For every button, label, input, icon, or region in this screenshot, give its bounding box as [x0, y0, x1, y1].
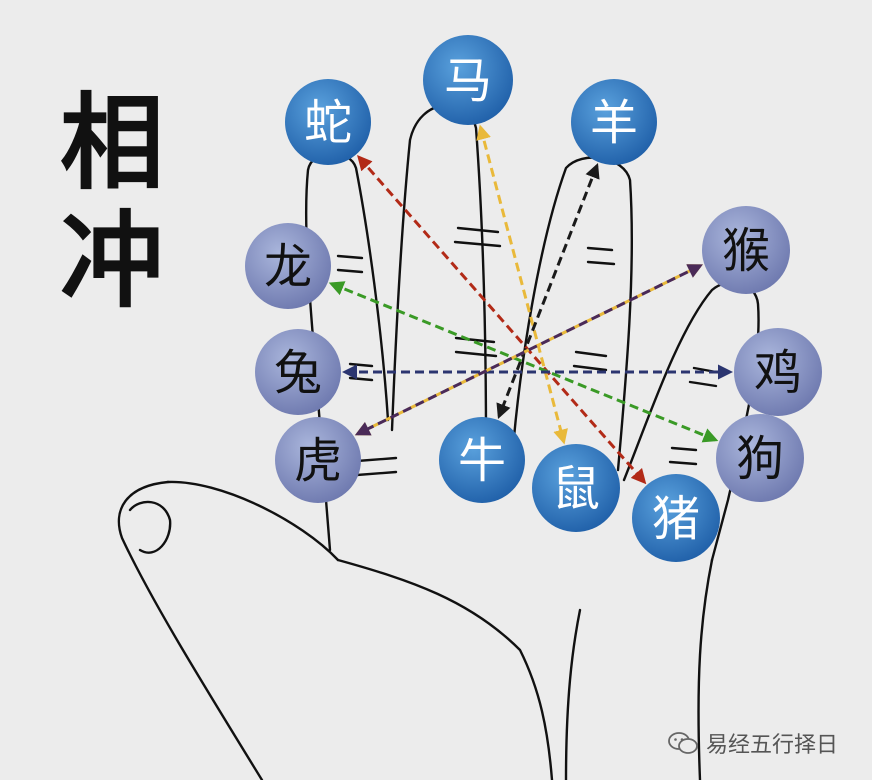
arrow-layer — [328, 124, 733, 485]
watermark-text: 易经五行择日 — [705, 733, 838, 758]
zodiac-label-yang: 羊 — [590, 95, 638, 151]
zodiac-circle-ma — [423, 35, 513, 125]
zodiac-circle-shu — [532, 444, 620, 532]
thumb — [117, 480, 264, 780]
zodiac-node-she: 蛇 — [285, 79, 371, 165]
zodiac-label-ma: 马 — [444, 53, 492, 109]
zodiac-node-zhu: 猪 — [632, 474, 720, 562]
watermark: 易经五行择日 — [668, 727, 838, 759]
zodiac-node-niu: 牛 — [439, 417, 525, 503]
zodiac-circle-ji — [734, 328, 822, 416]
zodiac-label-tu: 兔 — [274, 345, 322, 401]
zodiac-label-ji: 鸡 — [754, 345, 802, 401]
zodiac-circle-long — [245, 223, 331, 309]
middle-finger — [390, 104, 488, 442]
zodiac-node-hou: 猴 — [702, 206, 790, 294]
clash-arrow-hou-hu — [354, 264, 703, 436]
zodiac-node-ji: 鸡 — [734, 328, 822, 416]
zodiac-circle-gou — [716, 414, 804, 502]
page-title: 相 冲 — [52, 84, 172, 320]
zodiac-circle-zhu — [632, 474, 720, 562]
title-char-1: 相 — [59, 82, 164, 204]
zodiac-label-hou: 猴 — [722, 223, 770, 279]
thumbnail — [128, 500, 172, 554]
node-layer: 蛇 马羊猴 龙兔 鸡虎 狗 牛鼠猪 — [245, 35, 822, 562]
zodiac-circle-she — [285, 79, 371, 165]
zodiac-label-gou: 狗 — [736, 431, 784, 487]
zodiac-node-shu: 鼠 — [532, 444, 620, 532]
palm-line — [564, 608, 582, 780]
zodiac-node-ma: 马 — [423, 35, 513, 125]
zodiac-node-long: 龙 — [245, 223, 331, 309]
zodiac-label-zhu: 猪 — [652, 491, 700, 547]
zodiac-node-tu: 兔 — [255, 329, 341, 415]
palm-crease — [336, 558, 554, 780]
zodiac-circle-niu — [439, 417, 525, 503]
palm-edge — [697, 558, 714, 780]
zodiac-node-gou: 狗 — [716, 414, 804, 502]
title-char-2: 冲 — [59, 200, 164, 322]
zodiac-circle-hou — [702, 206, 790, 294]
zodiac-circle-yang — [571, 79, 657, 165]
zodiac-circle-hu — [275, 417, 361, 503]
zodiac-label-she: 蛇 — [304, 95, 352, 151]
zodiac-circle-tu — [255, 329, 341, 415]
zodiac-label-hu: 虎 — [294, 433, 342, 489]
thumb-top — [166, 480, 340, 562]
zodiac-label-shu: 鼠 — [552, 461, 600, 517]
zodiac-node-yang: 羊 — [571, 79, 657, 165]
zodiac-label-long: 龙 — [264, 239, 312, 295]
wechat-icon — [668, 732, 698, 754]
ring-finger — [510, 156, 634, 472]
zodiac-label-niu: 牛 — [458, 433, 506, 489]
zodiac-node-hu: 虎 — [275, 417, 361, 503]
